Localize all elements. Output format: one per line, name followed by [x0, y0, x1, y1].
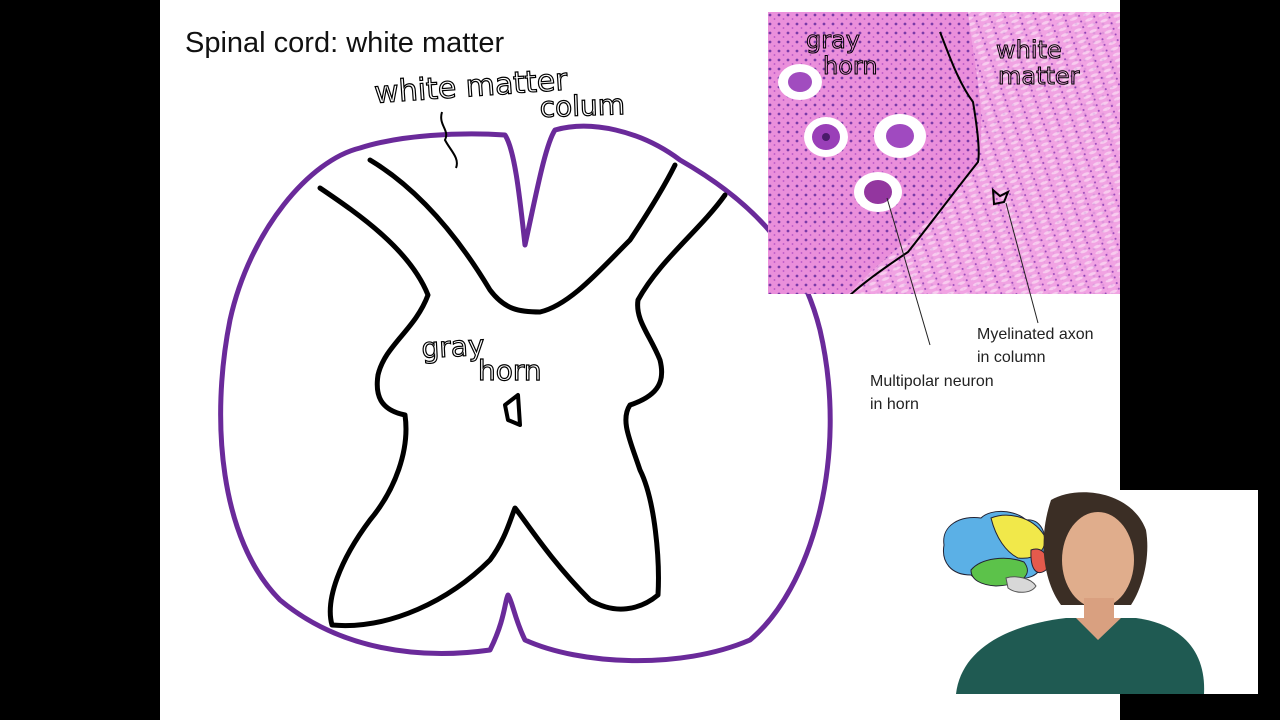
- presenter-person: [956, 492, 1205, 694]
- gray-matter-outline: [317, 185, 728, 629]
- histo-white-label-2: matter: [998, 62, 1080, 90]
- gray-horn-label-1: gray: [421, 329, 486, 365]
- central-canal: [503, 393, 522, 427]
- slide: Spinal cord: white matter white matter c…: [160, 0, 1120, 720]
- white-matter-column-label-2: colum: [539, 88, 625, 124]
- gray-white-boundary: [849, 31, 980, 294]
- histo-white-label-1: white: [996, 36, 1062, 64]
- pointer-lines: [886, 197, 1039, 346]
- brain-logo-icon: [942, 511, 1049, 593]
- dorsal-horn-left: [367, 157, 678, 315]
- histo-gray-label-2: horn: [823, 52, 878, 80]
- slide-title: Spinal cord: white matter: [185, 27, 505, 59]
- multipolar-neuron-label: Multipolar neuron in horn: [870, 373, 994, 413]
- neuron-cells: [778, 64, 926, 212]
- spinal-cord-diagram: white matter colum gray horn: [218, 62, 833, 664]
- histo-gray-label-1: gray: [806, 26, 860, 54]
- gray-horn-label-2: horn: [478, 354, 542, 387]
- spinal-cord-outline: [218, 123, 833, 664]
- brace-mark: [440, 111, 458, 169]
- histology-image: gray horn white matter: [768, 12, 1120, 294]
- myelinated-axon-label: Myelinated axon in column: [977, 326, 1094, 366]
- presenter-video: [936, 490, 1258, 694]
- presenter-webcam: [936, 490, 1258, 694]
